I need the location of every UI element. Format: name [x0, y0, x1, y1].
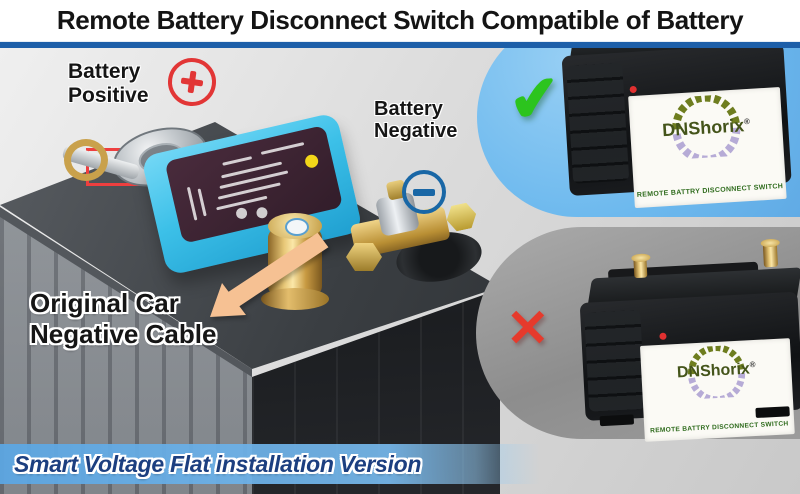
yellow-sticker	[303, 153, 320, 170]
cert-badge-icon	[234, 206, 249, 220]
brand-label: DNShorix® REMOTE BATTRY DISCONNECT SWITC…	[628, 87, 787, 209]
brand-name: DNShorix®	[676, 359, 756, 382]
minus-icon	[402, 170, 446, 214]
gear-logo-icon	[672, 93, 741, 161]
post-top-badge	[285, 218, 309, 236]
clamp-clip	[64, 139, 108, 181]
battery-post	[762, 242, 779, 268]
original-cable-label: Original Car Negative Cable	[30, 288, 217, 350]
indicator-dot	[659, 332, 667, 340]
cross-icon: ✕	[506, 300, 550, 358]
incompatible-battery: DNShorix® REMOTE BATTRY DISCONNECT SWITC…	[578, 242, 800, 442]
brand-tagline: REMOTE BATTRY DISCONNECT SWITCH	[650, 420, 789, 435]
header-bar: Remote Battery Disconnect Switch Compati…	[0, 0, 800, 41]
compatible-panel: ✔ DNShorix® REMOTE BATTRY DISCONNECT SWI…	[477, 0, 800, 217]
check-icon: ✔	[505, 62, 565, 137]
brand-tagline: REMOTE BATTRY DISCONNECT SWITCH	[636, 183, 784, 199]
header-divider	[0, 41, 800, 48]
brand-logo: DNShorix® REMOTE BATTRY DISCONNECT SWITC…	[628, 87, 787, 208]
battery-post	[633, 257, 648, 279]
battery-positive-label: Battery Positive	[68, 60, 149, 107]
gold-hex-nut	[444, 201, 479, 233]
cert-badge-icon	[255, 206, 269, 220]
incompatible-panel: ✕ DNShorix® REMOTE BATTRY DISCONNECT SWI…	[476, 227, 800, 442]
brand-logo: DNShorix® REMOTE BATTRY DISCONNECT SWITC…	[640, 338, 795, 442]
indicator-dot	[629, 85, 637, 94]
page-title: Remote Battery Disconnect Switch Compati…	[56, 5, 744, 35]
version-banner: Smart Voltage Flat installation Version	[0, 444, 540, 484]
compatible-battery: DNShorix® REMOTE BATTRY DISCONNECT SWITC…	[560, 0, 800, 209]
brand-label: DNShorix® REMOTE BATTRY DISCONNECT SWITC…	[639, 338, 795, 442]
plus-icon	[164, 54, 220, 110]
gear-logo-icon	[688, 344, 746, 401]
down-left-arrow-icon	[210, 232, 329, 317]
battery-negative-label: Battery Negative	[374, 98, 458, 143]
version-banner-text: Smart Voltage Flat installation Version	[14, 451, 422, 477]
